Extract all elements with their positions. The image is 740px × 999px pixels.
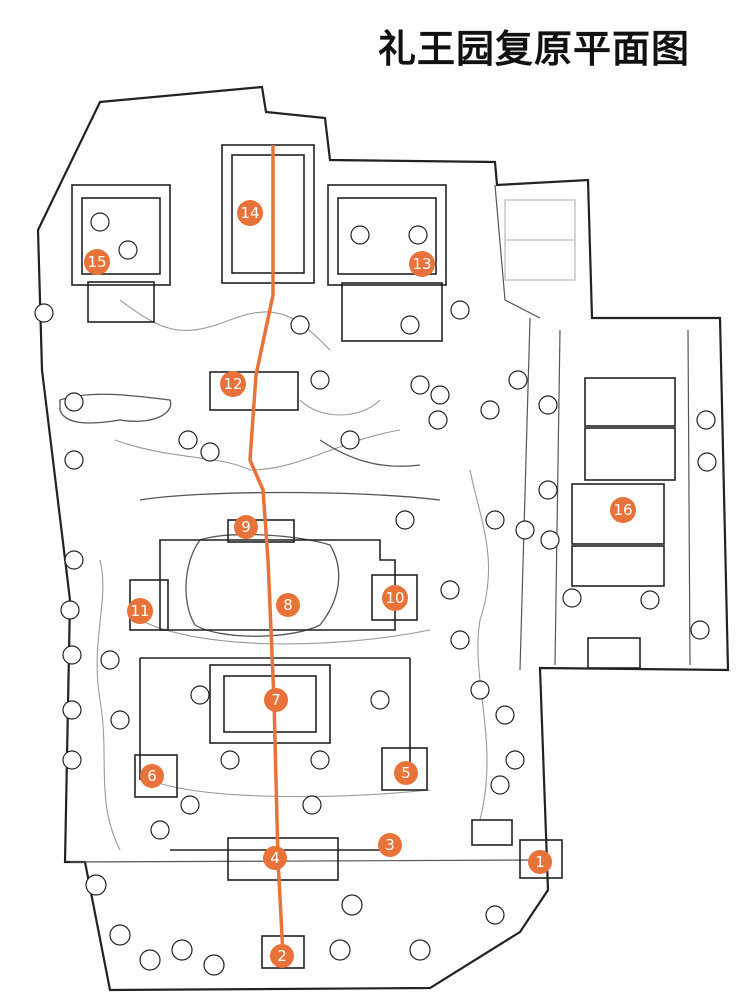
marker-16[interactable]: 16 (610, 497, 636, 523)
marker-11-label: 11 (130, 602, 149, 620)
marker-3[interactable]: 3 (378, 833, 402, 857)
marker-12[interactable]: 12 (220, 371, 246, 397)
marker-9-label: 9 (241, 518, 251, 536)
buildings (71, 144, 676, 969)
marker-4[interactable]: 4 (263, 846, 287, 870)
marker-13-label: 13 (412, 255, 431, 273)
marker-1-label: 1 (535, 853, 545, 871)
marker-2[interactable]: 2 (270, 944, 294, 968)
boundary-detail (69, 184, 691, 863)
visiting-route (248, 145, 285, 956)
marker-12-label: 12 (223, 375, 242, 393)
marker-13[interactable]: 13 (409, 251, 435, 277)
site-markers: 1 2 3 4 5 6 7 8 9 10 11 (84, 200, 636, 968)
marker-11[interactable]: 11 (127, 598, 153, 624)
marker-10[interactable]: 10 (382, 585, 408, 611)
marker-14[interactable]: 14 (237, 200, 263, 226)
marker-8-label: 8 (283, 596, 293, 614)
marker-6-label: 6 (147, 767, 157, 785)
rockery (59, 393, 441, 637)
trees (34, 212, 717, 976)
marker-15[interactable]: 15 (84, 249, 110, 275)
marker-16-label: 16 (613, 501, 632, 519)
marker-6[interactable]: 6 (140, 764, 164, 788)
marker-3-label: 3 (385, 836, 395, 854)
marker-14-label: 14 (240, 204, 259, 222)
marker-15-label: 15 (87, 253, 106, 271)
marker-7-label: 7 (271, 691, 281, 709)
map-title: 礼王园复原平面图 (378, 27, 691, 71)
northeast-court (504, 199, 576, 281)
marker-4-label: 4 (270, 849, 280, 867)
marker-7[interactable]: 7 (264, 688, 288, 712)
marker-5[interactable]: 5 (394, 761, 418, 785)
marker-8[interactable]: 8 (276, 593, 300, 617)
marker-10-label: 10 (385, 589, 404, 607)
marker-1[interactable]: 1 (528, 850, 552, 874)
site-boundary (36, 85, 730, 992)
marker-9[interactable]: 9 (234, 515, 258, 539)
marker-2-label: 2 (277, 947, 287, 965)
marker-5-label: 5 (401, 764, 411, 782)
